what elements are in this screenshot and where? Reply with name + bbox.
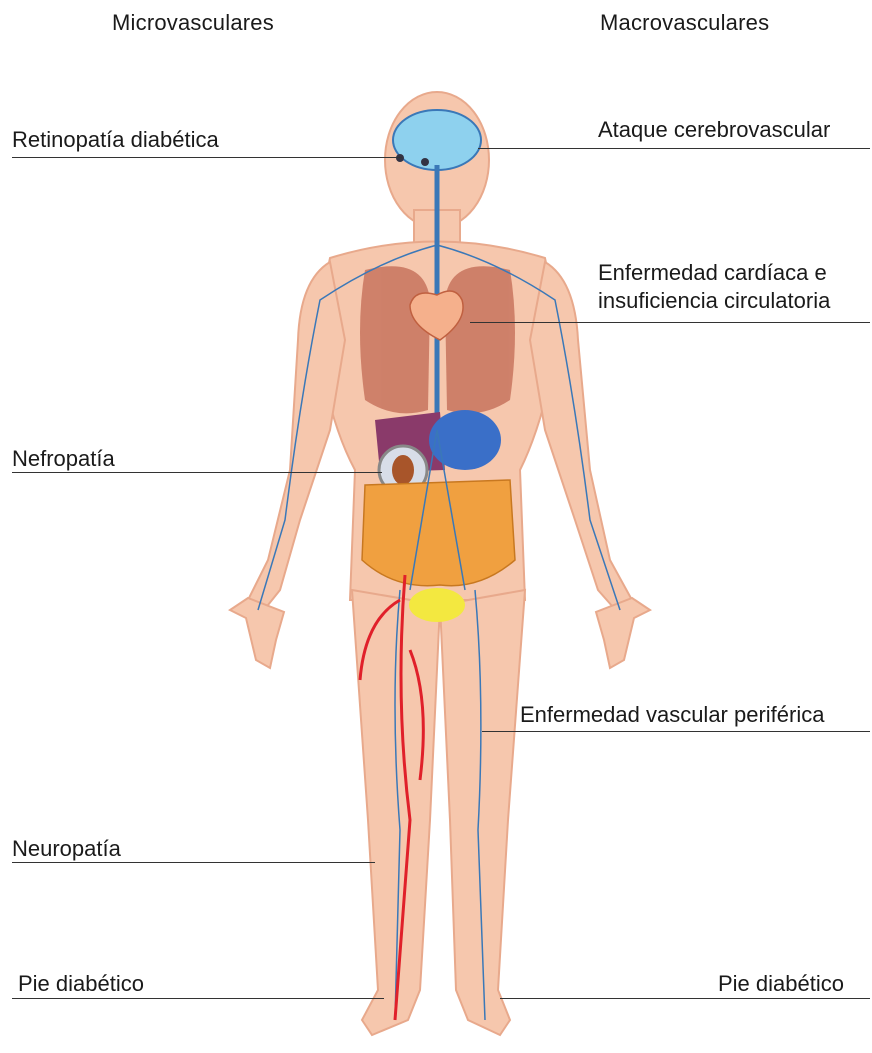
stroke-leader-line xyxy=(478,148,870,149)
stroke-label: Ataque cerebrovascular xyxy=(598,117,830,143)
heart-disease-label-line1: Enfermedad cardíaca e xyxy=(598,260,827,286)
right-eye xyxy=(421,158,429,166)
heart-disease-label-line2: insuficiencia circulatoria xyxy=(598,288,830,314)
diabetic-foot-left-leader-line xyxy=(12,998,384,999)
heart-disease-leader-line xyxy=(470,322,870,323)
intestines xyxy=(362,480,515,586)
retinopathy-leader-line xyxy=(12,157,402,158)
stomach xyxy=(429,410,501,470)
brain xyxy=(393,110,481,170)
diabetic-foot-right-label: Pie diabético xyxy=(718,971,844,997)
neuropathy-leader-line xyxy=(12,862,375,863)
retinopathy-label: Retinopatía diabética xyxy=(12,127,219,153)
pvd-leader-line xyxy=(482,731,870,732)
bladder xyxy=(409,588,465,622)
kidney xyxy=(392,455,414,485)
diabetic-foot-left-label: Pie diabético xyxy=(18,971,144,997)
peripheral-vascular-disease-label: Enfermedad vascular periférica xyxy=(520,702,824,728)
neuropathy-label: Neuropatía xyxy=(12,836,121,862)
left-eye xyxy=(396,154,404,162)
nephropathy-leader-line xyxy=(12,472,382,473)
nephropathy-label: Nefropatía xyxy=(12,446,115,472)
diabetic-foot-right-leader-line xyxy=(500,998,870,999)
